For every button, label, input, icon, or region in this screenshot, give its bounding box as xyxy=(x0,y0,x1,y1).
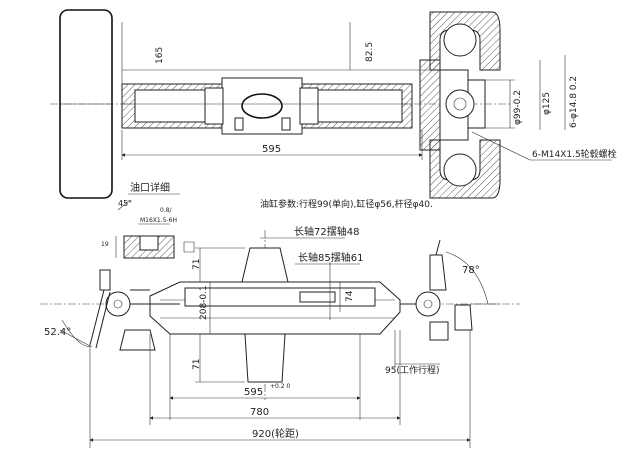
dim-208: 208-0.1 xyxy=(199,285,209,320)
dim-780: 780 xyxy=(250,407,269,418)
detail-angle: 45° xyxy=(118,199,132,208)
dim-595-tol: +0.2 0 xyxy=(270,383,290,390)
dim-74: 74 xyxy=(345,290,355,302)
dim-165: 165 xyxy=(155,47,165,64)
dim-6-phi-14: 6-φ14.8 0.2 xyxy=(569,76,579,128)
svg-text:19: 19 xyxy=(101,241,109,248)
detail-title: 油口详细 xyxy=(130,181,170,194)
dim-595-bottom: 595 xyxy=(244,387,263,398)
axle-housing-top xyxy=(121,77,413,135)
left-knuckle xyxy=(89,269,180,351)
dim-71-top: 71 xyxy=(192,259,202,270)
rod-85-61: 长轴85摆轴61 xyxy=(298,251,363,264)
right-knuckle xyxy=(400,239,473,341)
specs-line: 油缸参数:行程99(单向),缸径φ56,杆径φ40. xyxy=(260,198,433,210)
dim-95: 95(工作行程) xyxy=(385,364,439,376)
angle-78: 78° xyxy=(462,265,480,276)
dim-82-5: 82.5 xyxy=(365,42,375,62)
front-view: 长轴72摆轴48 长轴85摆轴61 71 208-0.1 71 74 52.4° xyxy=(40,225,520,448)
detail-thread: M16X1.5-6H xyxy=(140,217,177,224)
dim-phi-125: φ125 xyxy=(542,92,552,115)
angle-52-4: 52.4° xyxy=(44,327,71,338)
oil-port-detail: 油口详细 45° 0.8/ M16X1.5-6H 19 xyxy=(101,181,195,259)
dim-71-bottom: 71 xyxy=(192,359,202,370)
bolt-label: 6-M14X1.5轮毂螺栓 xyxy=(532,148,617,160)
rod-72-48: 长轴72摆轴48 xyxy=(294,225,359,238)
top-view: 165 82.5 595 xyxy=(50,9,617,199)
detail-note: 0.8/ xyxy=(160,207,173,214)
dim-920: 920(轮距) xyxy=(252,427,299,440)
dim-595-top: 595 xyxy=(262,144,281,155)
dim-phi-99: φ99-0.2 xyxy=(513,90,523,125)
right-wheel-section xyxy=(419,11,501,199)
